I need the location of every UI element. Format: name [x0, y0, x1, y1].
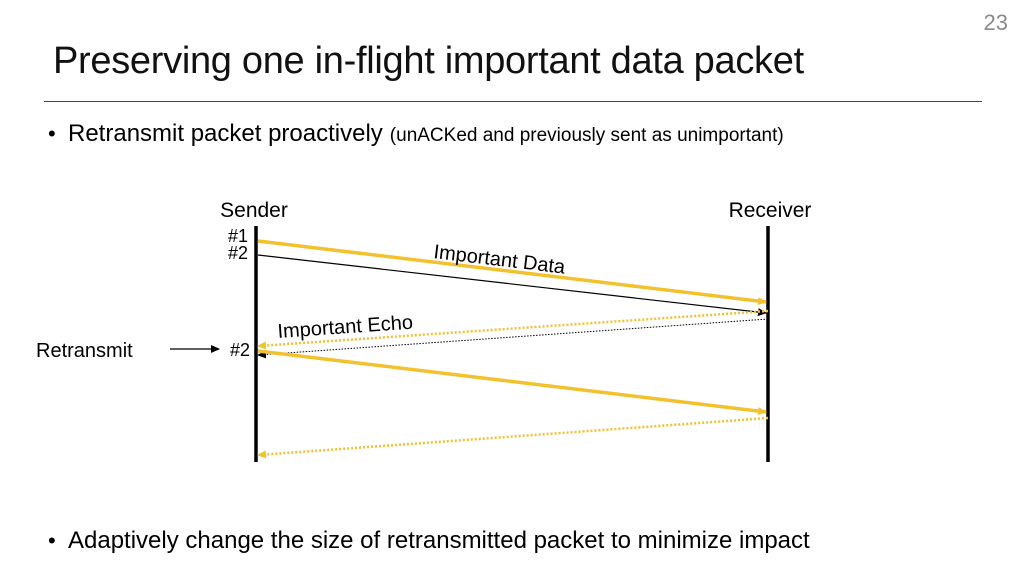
important-echo-arrow-1 [257, 309, 769, 350]
bullet-retransmit: • Retransmit packet proactively (unACKed… [48, 120, 784, 148]
sender-label: Sender [220, 199, 288, 222]
important-data-label: Important Data [432, 241, 567, 279]
important-data-packet-1-arrow [257, 239, 767, 306]
important-echo-label: Important Echo [277, 312, 414, 343]
retransmit-packet-label: #2 [230, 340, 250, 360]
bullet-dot: • [48, 121, 56, 146]
packet-2-label: #2 [228, 243, 248, 263]
bullet-main-text: Retransmit packet proactively [68, 120, 383, 147]
receiver-label: Receiver [729, 199, 812, 222]
title-divider [44, 101, 982, 102]
retransmitted-important-data-arrow [257, 349, 767, 416]
echo-arrow-packet-2 [257, 318, 769, 359]
important-echo-arrow-2 [257, 416, 769, 459]
packet-1-label: #1 [228, 226, 248, 246]
retransmit-label: Retransmit [36, 340, 133, 362]
data-packet-2-arrow [257, 254, 767, 317]
bullet-adaptive: • Adaptively change the size of retransm… [48, 527, 810, 555]
slide-number: 23 [983, 10, 1008, 35]
bullet-detail-text: (unACKed and previously sent as unimport… [389, 125, 784, 146]
bullet-adaptive-text: Adaptively change the size of retransmit… [68, 527, 810, 554]
slide-title: Preserving one in-flight important data … [53, 40, 804, 82]
bullet-dot: • [48, 528, 56, 553]
